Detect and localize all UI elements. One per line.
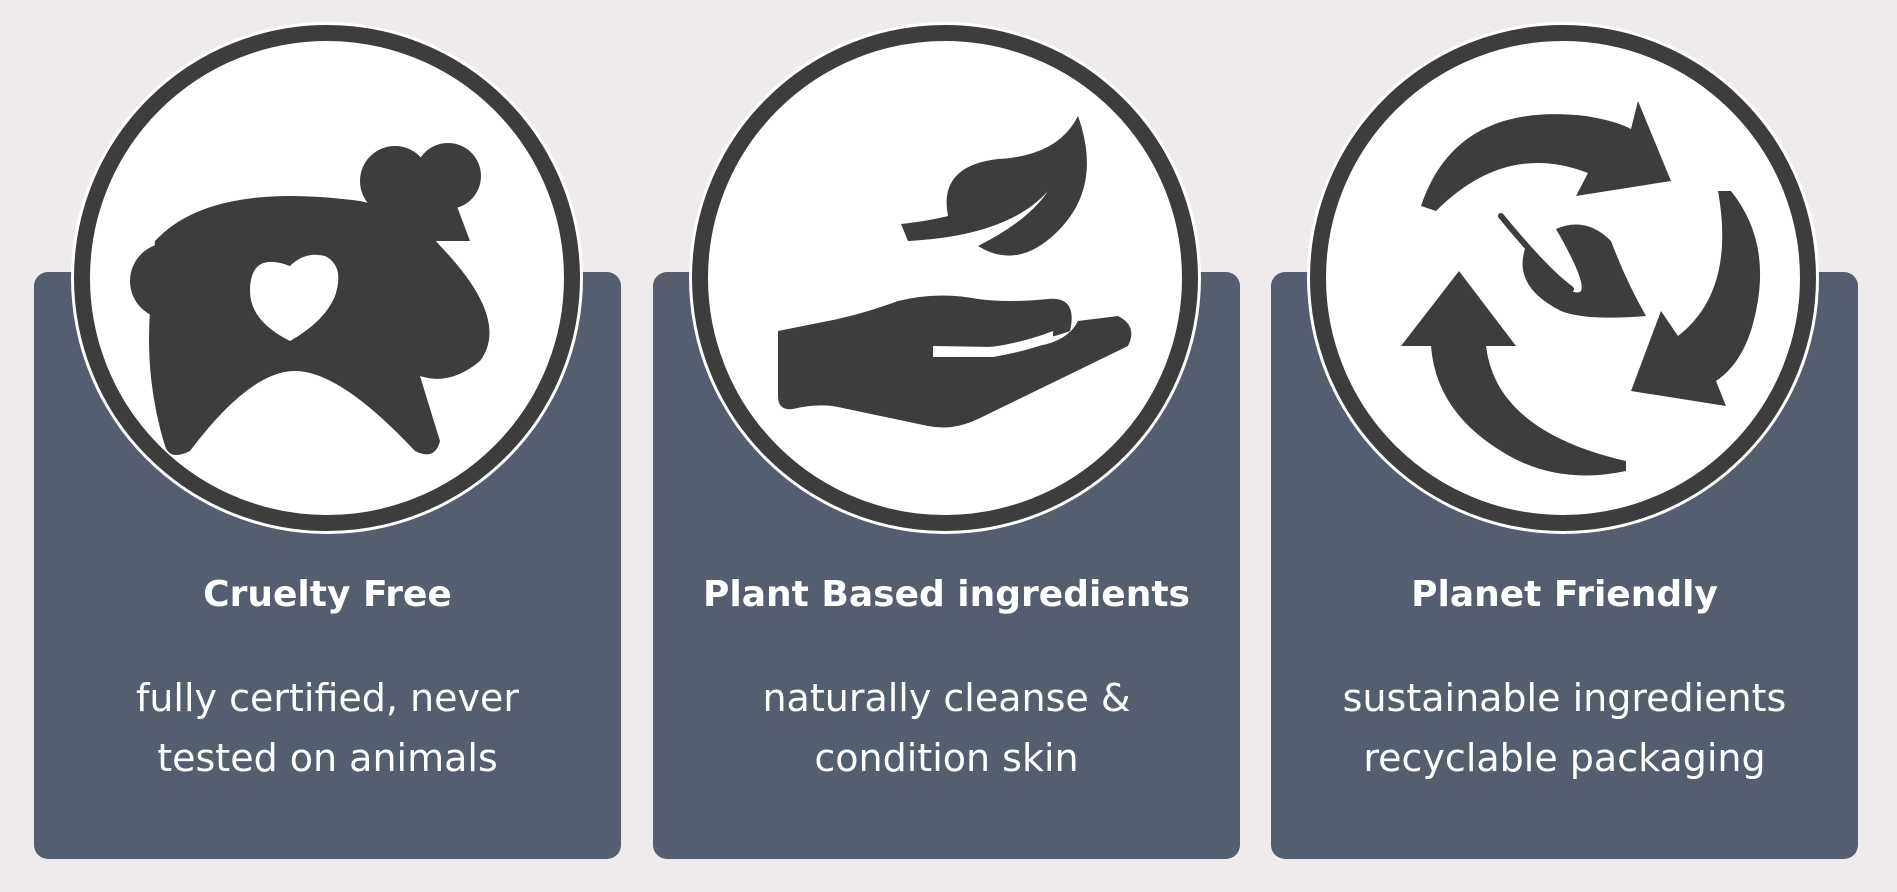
description-line: naturally cleanse & — [762, 676, 1131, 720]
hand-leaf-icon — [778, 116, 1132, 428]
feature-title: Planet Friendly — [1411, 574, 1718, 615]
feature-title: Plant Based ingredients — [703, 574, 1190, 615]
description-line: sustainable ingredients — [1342, 676, 1787, 720]
description-line: fully certified, never — [135, 676, 520, 720]
feature-title: Cruelty Free — [203, 574, 452, 615]
icon-circle — [692, 25, 1198, 531]
icon-circle — [1310, 25, 1816, 531]
feature-description: naturally cleanse & condition skin — [653, 668, 1240, 788]
recycle-leaf-icon — [1401, 101, 1761, 476]
feature-description: fully certified, never tested on animals — [34, 668, 621, 788]
icon-circle — [74, 25, 580, 531]
hamster-heart-icon — [130, 143, 490, 455]
description-line: recyclable packaging — [1363, 736, 1766, 780]
description-line: condition skin — [814, 736, 1079, 780]
description-line: tested on animals — [157, 736, 498, 780]
feature-description: sustainable ingredients recyclable packa… — [1271, 668, 1858, 788]
